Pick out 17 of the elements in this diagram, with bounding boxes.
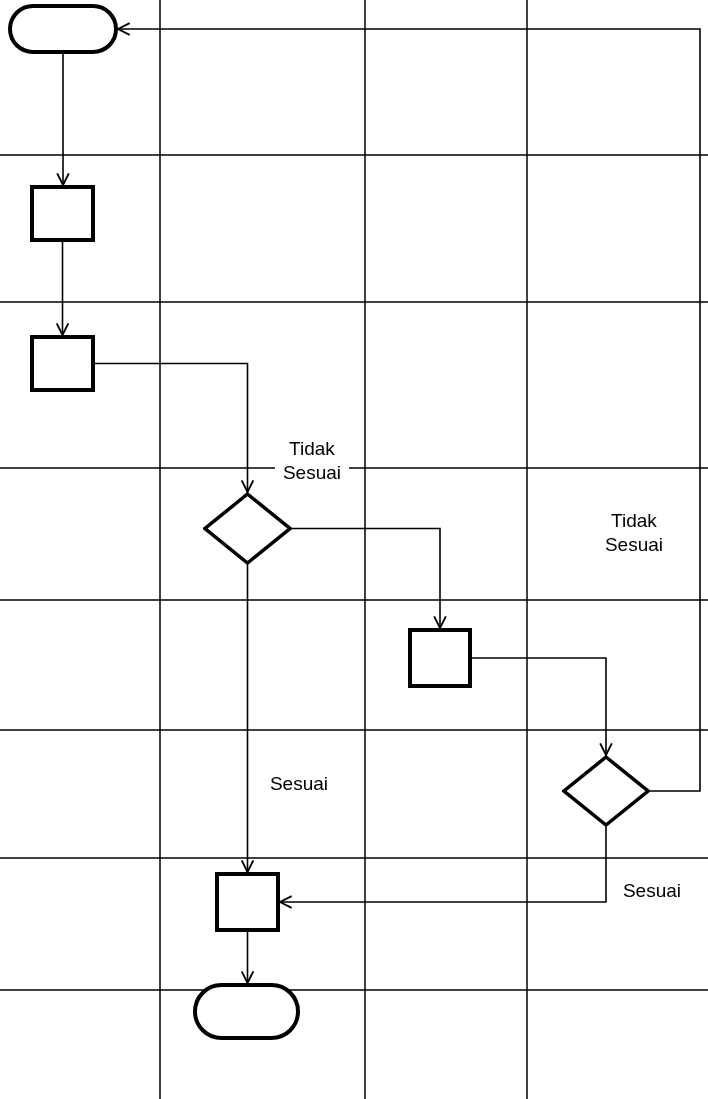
terminator-shape: [193, 983, 300, 1040]
arrow: [240, 931, 255, 984]
arrow: [279, 826, 607, 909]
arrow: [471, 657, 613, 756]
arrow: [240, 564, 255, 873]
arrow: [117, 22, 701, 792]
process-box: [215, 872, 280, 932]
decision-diamond: [562, 755, 650, 827]
arrow: [55, 241, 70, 336]
arrow: [94, 362, 255, 493]
arrow: [291, 527, 447, 629]
decision-diamond: [203, 492, 292, 565]
process-box: [30, 185, 95, 242]
arrow: [56, 53, 70, 186]
process-box: [408, 628, 472, 688]
process-box: [30, 335, 95, 392]
terminator-shape: [8, 4, 118, 54]
